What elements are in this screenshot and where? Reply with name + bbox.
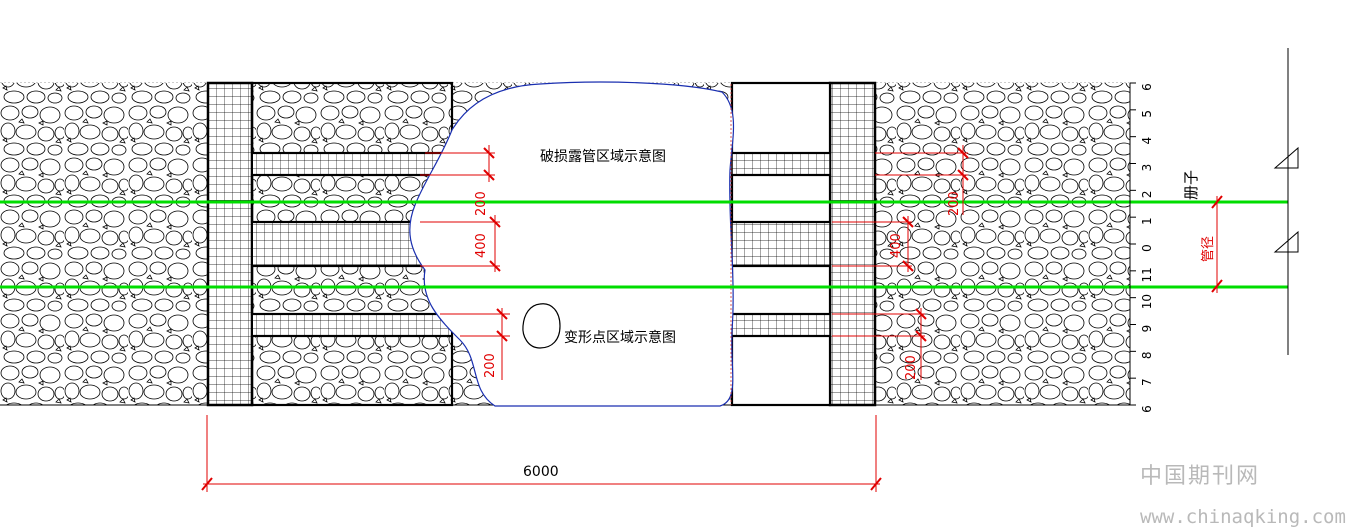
scale-tick-label: 4 [1140,137,1154,145]
total-length-label: 6000 [523,464,559,480]
damage-zone-label: 破损露管区域示意图 [540,148,666,165]
scale-tick-label: 10 [1140,294,1154,309]
watermark-cn: 中国期刊网 [1140,464,1261,489]
scale-tick-label: 5 [1140,110,1154,118]
dim-200-right-bottom: 200 [904,355,919,380]
grid-label: 册子 [1182,170,1200,200]
scale-tick-label: 1 [1140,217,1154,225]
scale-tick-label: 6 [1140,405,1154,413]
scale-tick-label: 7 [1140,378,1154,386]
scale-tick-label: 11 [1140,267,1154,282]
dim-400-left: 400 [474,233,489,258]
scale-tick-label: 0 [1140,244,1154,252]
deform-zone-label: 变形点区域示意图 [564,329,676,346]
break-mark-bottom [1273,230,1299,253]
damaged-area-outline [409,81,735,407]
scale-tick-label: 3 [1140,164,1154,172]
dimension-lines-right [832,145,969,380]
scale-tick-label: 2 [1140,191,1154,199]
deformation-point [522,303,561,349]
pipe-diameter-label: 管径 [1201,236,1216,262]
stone-fill-left [0,83,208,405]
dim-400-right: 400 [889,233,904,258]
dim-200-left-bottom: 200 [483,353,498,378]
dim-200-left-top: 200 [474,191,489,216]
dim-200-right-top: 200 [947,191,962,216]
watermark-url: www.chinaqking.com [1140,506,1346,528]
scale-tick-label: 8 [1140,352,1154,360]
dimension-lines-left [420,145,510,380]
break-mark-top [1273,146,1299,169]
pipe-diameter-dimension [1211,195,1223,293]
pipe-grid-right [731,81,877,407]
right-open-cells [730,81,832,407]
total-length-dimension [201,415,882,492]
scale-tick-label: 6 [1140,83,1154,91]
stone-fill-right [875,83,1130,405]
scale-tick-label: 9 [1140,325,1154,333]
